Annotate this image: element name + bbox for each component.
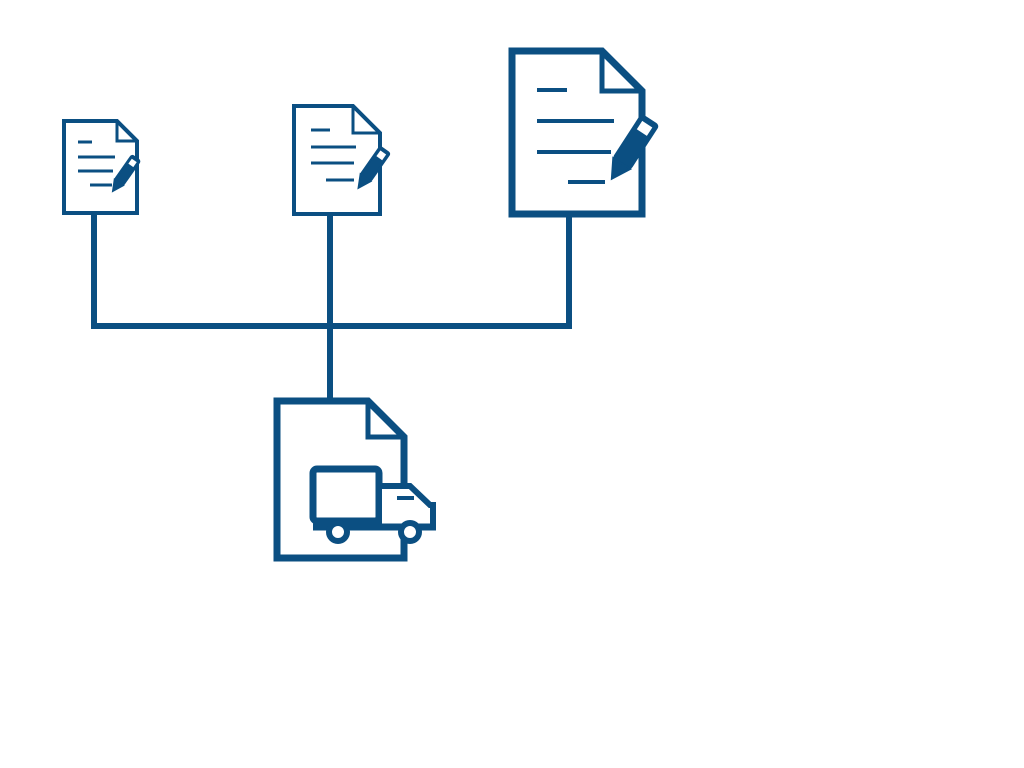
delivery-document-icon — [273, 397, 436, 562]
pencil-icon — [610, 114, 659, 181]
pencil-icon — [357, 146, 391, 190]
document-edit-icon — [508, 47, 659, 218]
pencil-icon — [111, 154, 141, 193]
document-edit-icon — [292, 104, 391, 216]
document-edit-icon — [62, 119, 141, 215]
truck-icon — [309, 465, 436, 544]
